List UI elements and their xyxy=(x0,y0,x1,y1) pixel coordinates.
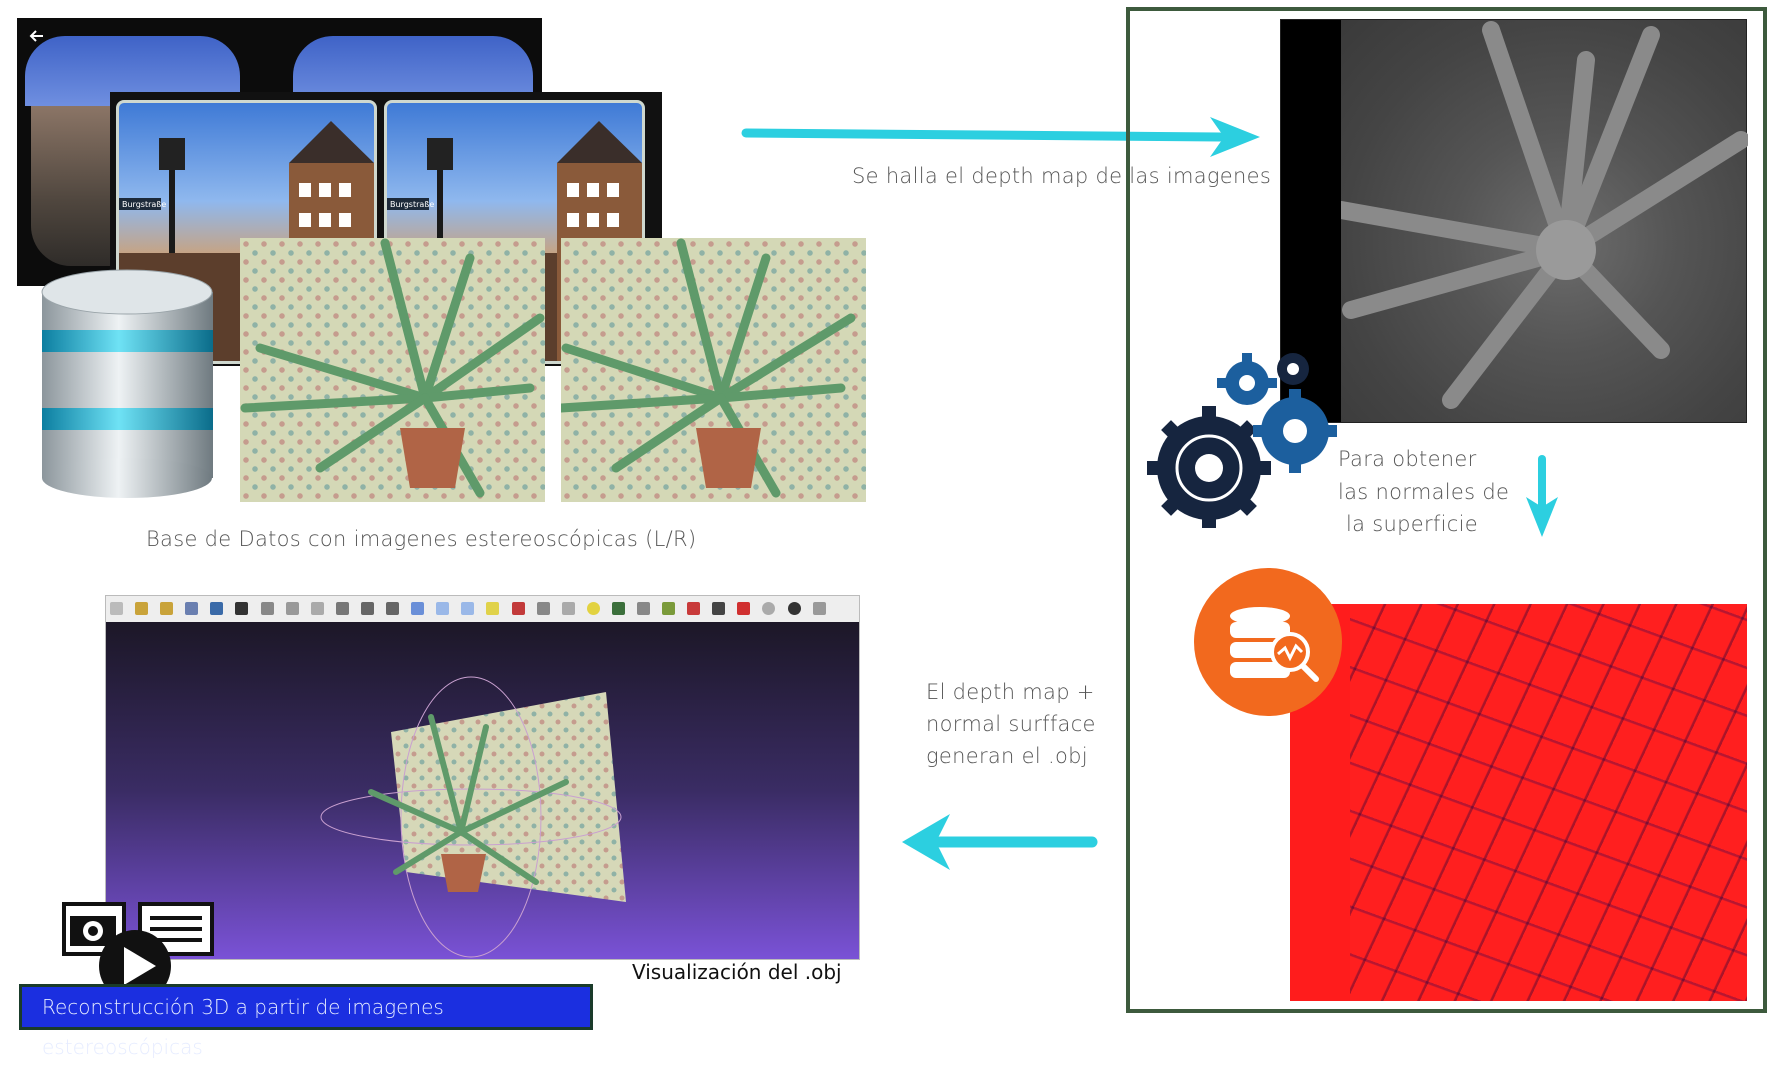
arrow-to-viewer xyxy=(902,814,1098,870)
database-caption: Base de Datos con imagenes estereoscópic… xyxy=(146,527,697,551)
texture-icon[interactable] xyxy=(461,602,475,615)
points-icon[interactable] xyxy=(335,602,349,615)
delete-icon[interactable] xyxy=(737,602,751,615)
wire-icon[interactable] xyxy=(360,602,374,615)
zoom-icon[interactable] xyxy=(762,602,776,615)
data-search-icon xyxy=(1194,568,1342,716)
aloe-image-left xyxy=(240,238,545,502)
normals-caption-line1: Para obtener xyxy=(1338,447,1477,471)
gears-icon xyxy=(1147,353,1337,528)
annotation-icon[interactable] xyxy=(586,602,600,615)
color-icon[interactable] xyxy=(511,602,525,615)
bbox-icon[interactable] xyxy=(310,602,324,615)
obj-viewer[interactable] xyxy=(105,595,860,960)
database-icon xyxy=(41,269,213,498)
fullscreen-icon[interactable] xyxy=(787,602,801,615)
back-arrow-icon[interactable] xyxy=(27,26,47,46)
layer-icon[interactable] xyxy=(210,602,224,615)
flat-icon[interactable] xyxy=(411,602,425,615)
render-icon[interactable] xyxy=(285,602,299,615)
street-sign-left: Burgstraße xyxy=(122,200,166,209)
obj-caption-line3: generan el .obj xyxy=(926,744,1088,768)
diagram-title: Reconstrucción 3D a partir de imagenes e… xyxy=(19,984,593,1059)
arrow-to-normals xyxy=(1526,455,1558,537)
light-icon[interactable] xyxy=(486,602,500,615)
obj-caption-line2: normal surfface xyxy=(926,712,1096,736)
mesh-icon[interactable] xyxy=(260,602,274,615)
depth-step-caption: Se halla el depth map de las imagenes xyxy=(852,164,1272,188)
paint-icon[interactable] xyxy=(662,602,676,615)
reload-icon[interactable] xyxy=(185,602,199,615)
measure-icon[interactable] xyxy=(611,602,625,615)
street-sign-right: Burgstraße xyxy=(390,200,434,209)
import-icon[interactable] xyxy=(160,602,174,615)
snapshot-icon[interactable] xyxy=(235,602,249,615)
info-icon[interactable] xyxy=(536,602,550,615)
normals-caption-line2: las normales de xyxy=(1338,480,1510,504)
aloe-image-right xyxy=(561,238,866,502)
normals-caption-line3: la superficie xyxy=(1346,512,1478,536)
align-icon[interactable] xyxy=(636,602,650,615)
axis-icon[interactable] xyxy=(561,602,575,615)
arrow-to-depth xyxy=(741,117,1260,157)
new-file-icon[interactable] xyxy=(110,602,123,615)
viewer-toolbar xyxy=(106,596,859,623)
obj-caption-line1: El depth map + xyxy=(926,680,1095,704)
depth-map-image xyxy=(1280,19,1750,423)
visualization-caption: Visualización del .obj xyxy=(632,960,842,984)
move-icon[interactable] xyxy=(712,602,726,615)
processing-frame xyxy=(1126,7,1767,1013)
obj-model xyxy=(320,676,626,958)
hidden-lines-icon[interactable] xyxy=(386,602,400,615)
normal-map-image xyxy=(1290,604,1747,1001)
select-icon[interactable] xyxy=(687,602,701,615)
open-folder-icon[interactable] xyxy=(135,602,149,615)
settings-icon[interactable] xyxy=(812,602,826,615)
viewer-canvas[interactable] xyxy=(106,622,859,959)
smooth-icon[interactable] xyxy=(436,602,450,615)
